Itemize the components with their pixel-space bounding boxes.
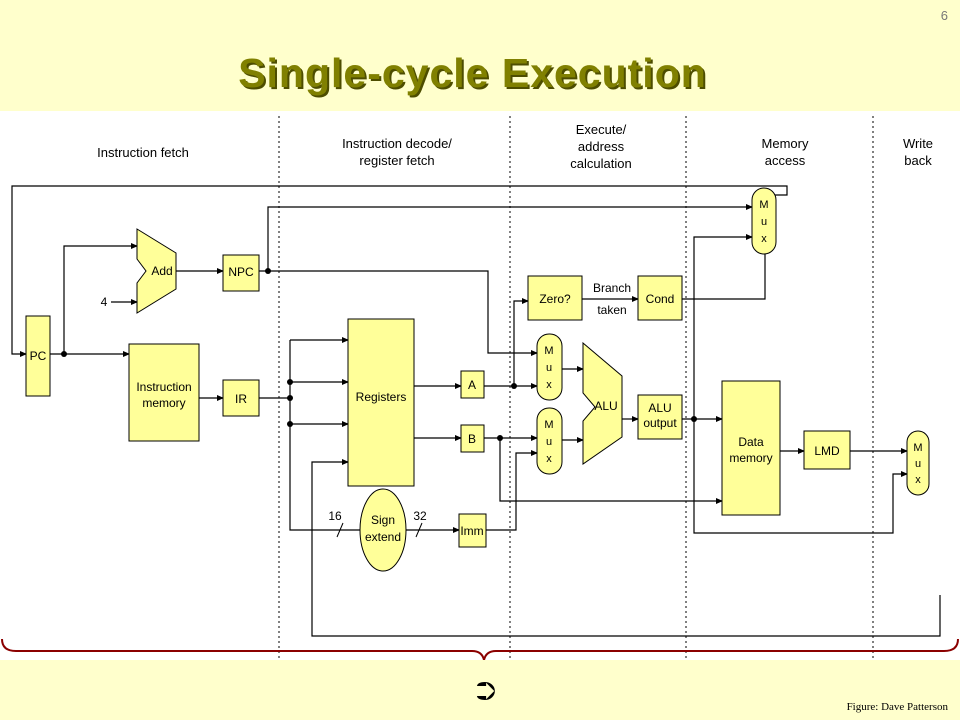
b-register	[460, 424, 485, 453]
branch-taken-label-1: Branch	[593, 281, 631, 295]
stage-label-decode-1: Instruction decode/	[342, 136, 452, 151]
bits-16-label: 16	[328, 509, 342, 523]
alu-input-mux-a	[536, 333, 563, 401]
slide-number: 6	[940, 8, 948, 23]
pc-mux-letter-u: u	[761, 216, 767, 228]
imm-register	[458, 513, 487, 548]
lmd-register	[803, 430, 851, 470]
bus-width-marks	[336, 522, 423, 538]
writeback-mux	[906, 430, 930, 496]
alu-mux-b-letter-m: M	[544, 419, 553, 431]
ir-label: IR	[235, 392, 247, 406]
registers-label: Registers	[356, 390, 407, 404]
add-label: Add	[151, 264, 172, 278]
stage-label-execute-1: Execute/	[576, 122, 627, 137]
writeback-mux-letter-m: M	[913, 442, 922, 454]
alu-mux-a-letter-m: M	[544, 345, 553, 357]
sign-extend-unit	[359, 488, 407, 572]
alu-input-mux-b	[536, 407, 563, 475]
alu-mux-b-letter-x: x	[546, 453, 552, 465]
pc-mux-letter-m: M	[759, 199, 768, 211]
stage-label-writeback-1: Write	[903, 136, 933, 151]
zero-test-unit	[527, 275, 583, 321]
alu-output-label-1: ALU	[648, 401, 671, 415]
pc-select-mux	[751, 187, 777, 255]
alu-unit	[582, 341, 623, 465]
data-memory-label-2: memory	[729, 451, 772, 465]
alu-mux-a-letter-u: u	[546, 362, 552, 374]
stage-label-execute-2: address	[578, 139, 625, 154]
writeback-mux-letter-x: x	[915, 474, 921, 486]
alu-mux-a-letter-x: x	[546, 379, 552, 391]
add-unit	[136, 228, 177, 314]
next-slide-icon[interactable]: ⮊	[476, 676, 496, 706]
stage-label-execute-3: calculation	[570, 156, 631, 171]
branch-taken-label-2: taken	[597, 303, 626, 317]
npc-label: NPC	[228, 265, 254, 279]
const-four-label: 4	[101, 295, 108, 309]
instruction-memory-label-1: Instruction	[136, 380, 191, 394]
figure-credit: Figure: Dave Patterson	[846, 701, 948, 713]
stage-label-fetch: Instruction fetch	[97, 145, 189, 160]
pc-label: PC	[30, 349, 47, 363]
a-register	[460, 370, 485, 399]
register-file	[347, 318, 415, 487]
bits-32-label: 32	[413, 509, 427, 523]
alu-output-register	[637, 394, 683, 440]
datapath-figure: Instruction fetch Instruction decode/ re…	[0, 111, 960, 660]
b-label: B	[468, 432, 476, 446]
zero-test-label: Zero?	[539, 292, 571, 306]
cond-register	[637, 275, 683, 321]
cond-label: Cond	[646, 292, 675, 306]
instruction-memory-label-2: memory	[142, 396, 185, 410]
pc-mux-letter-x: x	[761, 233, 767, 245]
stage-label-writeback-2: back	[904, 153, 932, 168]
data-memory-label-1: Data	[738, 435, 764, 449]
section-brace	[1, 638, 959, 660]
sign-extend-label-1: Sign	[371, 513, 395, 527]
lmd-label: LMD	[814, 444, 840, 458]
datapath-wires	[11, 185, 941, 637]
alu-label: ALU	[594, 399, 617, 413]
writeback-mux-letter-u: u	[915, 458, 921, 470]
wire-junctions	[61, 268, 697, 441]
sign-extend-label-2: extend	[365, 530, 401, 544]
ir-register	[222, 379, 260, 417]
a-label: A	[468, 378, 476, 392]
imm-label: Imm	[460, 524, 483, 538]
stage-label-memory-2: access	[765, 153, 806, 168]
data-memory	[721, 380, 781, 516]
pc-register	[25, 315, 51, 397]
slide-title: Single-cycle Execution	[238, 50, 707, 96]
instruction-memory	[128, 343, 200, 442]
npc-register	[222, 254, 260, 292]
alu-mux-b-letter-u: u	[546, 436, 552, 448]
alu-output-label-2: output	[643, 416, 677, 430]
stage-label-decode-2: register fetch	[359, 153, 434, 168]
stage-label-memory-1: Memory	[762, 136, 809, 151]
